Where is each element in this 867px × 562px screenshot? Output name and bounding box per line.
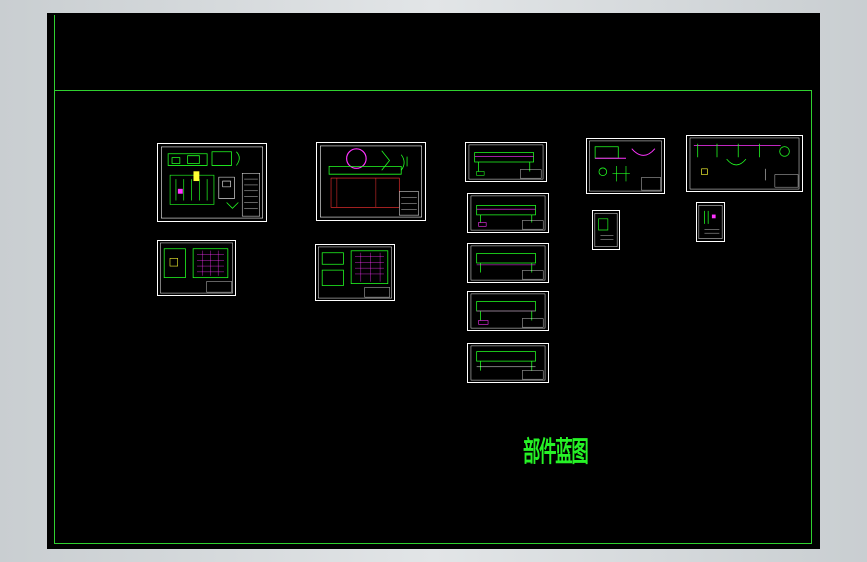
frame-inner-left-line	[54, 90, 55, 543]
sheet-linework	[698, 205, 723, 239]
sheet-linework	[468, 144, 544, 180]
drawing-sheet-part-5[interactable]	[686, 135, 803, 192]
drawing-sheet-part-4[interactable]	[586, 138, 665, 194]
sheet-linework	[594, 213, 618, 247]
drawing-sheet-assembly-2[interactable]	[316, 142, 426, 221]
cad-model-space[interactable]: 部件蓝图	[47, 13, 820, 549]
drawing-sheet-part-3a[interactable]	[465, 142, 547, 182]
sheet-linework	[470, 345, 546, 381]
sheet-linework	[318, 246, 392, 299]
frame-inner-right-line	[811, 90, 812, 543]
sheet-linework	[160, 242, 233, 294]
drawing-sheet-part-1b[interactable]	[157, 240, 236, 296]
drawing-sheet-part-3e[interactable]	[467, 343, 549, 383]
sheet-linework	[320, 145, 422, 218]
drawing-title-text: 部件蓝图	[523, 435, 589, 468]
sheet-linework	[470, 293, 546, 329]
frame-left-top-line	[54, 15, 55, 91]
drawing-sheet-part-3b[interactable]	[467, 193, 549, 233]
drawing-sheet-small-2[interactable]	[696, 202, 725, 242]
sheet-linework	[470, 245, 546, 281]
sheet-linework	[589, 140, 662, 192]
drawing-sheet-part-2b[interactable]	[315, 244, 395, 301]
frame-inner-bottom-line	[54, 543, 812, 544]
sheet-linework	[470, 195, 546, 231]
drawing-sheet-assembly-1[interactable]	[157, 143, 267, 222]
sheet-linework	[161, 146, 263, 219]
drawing-sheet-part-3c[interactable]	[467, 243, 549, 283]
drawing-sheet-small-1[interactable]	[592, 210, 620, 250]
sheet-linework	[689, 137, 800, 190]
frame-inner-top-line	[54, 90, 811, 91]
drawing-sheet-part-3d[interactable]	[467, 291, 549, 331]
